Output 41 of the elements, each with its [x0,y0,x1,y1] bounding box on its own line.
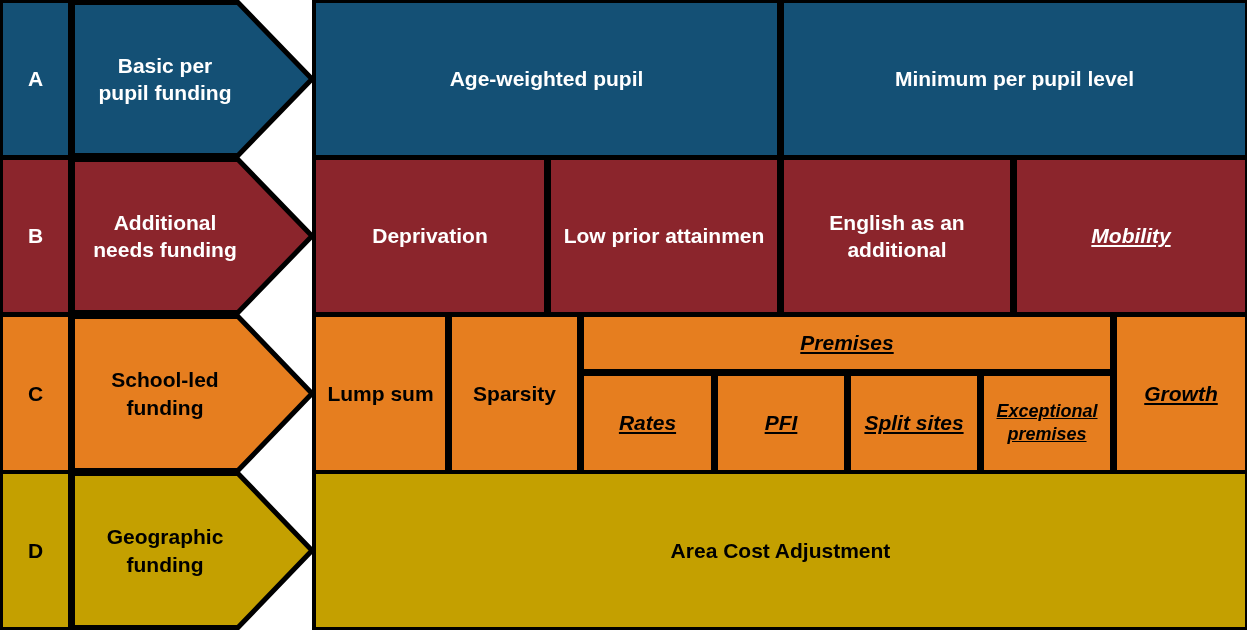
row-letter: B [27,223,44,250]
component-label: Growth [1144,380,1218,407]
component-box [784,160,1010,312]
component-box [452,317,577,470]
component-box [316,317,445,470]
component-label: Mobility [1091,223,1171,250]
category-label: Geographic funding [105,524,225,578]
row-letter: A [27,66,44,93]
row-letter-box [3,474,68,627]
row-letter-box [3,317,68,470]
row-letter: C [27,380,44,407]
category-label: Additional needs funding [92,209,238,263]
component-box [984,376,1110,470]
component-label: Rates [618,410,677,437]
component-box [1017,160,1245,312]
component-box [851,376,977,470]
row-letter: D [27,537,44,564]
component-box [316,3,777,155]
component-label: English as an additional [828,209,966,263]
row-letter-box [3,3,68,155]
component-box [584,376,711,470]
component-label: PFI [764,410,798,437]
component-box [584,317,1110,369]
component-label: Area Cost Adjustment [670,537,891,564]
component-label: Lump sum [327,380,434,407]
component-label: Sparsity [473,380,556,407]
component-label: Premises [800,330,894,357]
component-label: Minimum per pupil level [894,66,1135,93]
component-label: Exceptional premises [995,399,1099,446]
component-label: Age-weighted pupil [449,66,644,93]
component-label: Deprivation [372,223,488,250]
component-box [316,160,544,312]
component-box [551,160,777,312]
component-box [1117,317,1245,470]
category-label: School-led funding [110,367,220,421]
category-label: Basic per pupil funding [97,52,233,106]
component-box [784,3,1245,155]
row-letter-box [3,160,68,312]
component-label: Low prior attainmen [563,223,765,250]
component-label: Split sites [864,410,964,437]
component-box [718,376,844,470]
